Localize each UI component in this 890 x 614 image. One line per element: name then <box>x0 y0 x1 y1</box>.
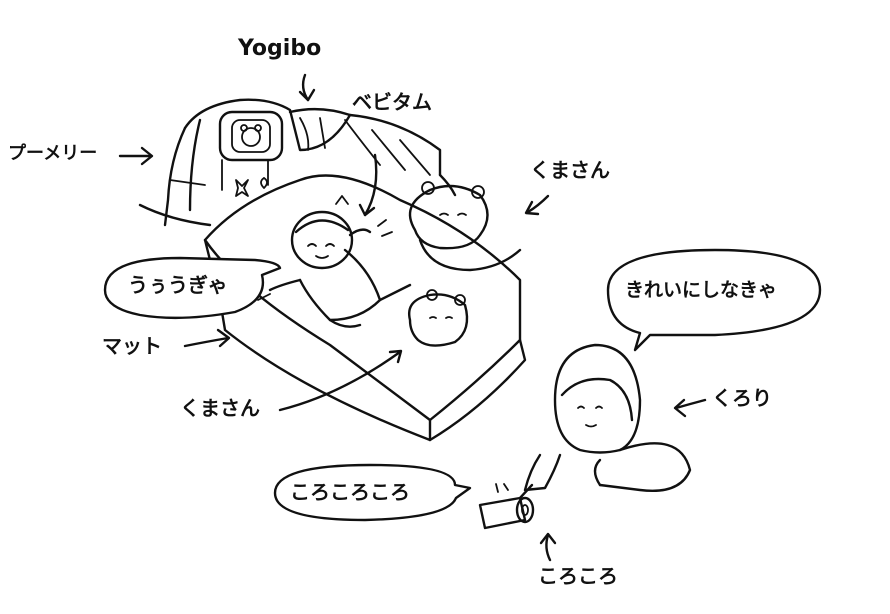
label-yogibo: Yogibo <box>238 36 322 61</box>
baby <box>257 195 412 328</box>
label-korokoro: ころころ <box>538 564 618 588</box>
lint-roller <box>478 483 535 530</box>
yogibo-sofa <box>138 98 457 227</box>
label-poo-merry: プーメリー <box>8 143 98 164</box>
label-kuma-san-bottom: くまさん <box>180 396 260 420</box>
label-uuugya: うぅうぎゃ <box>128 273 228 297</box>
poo-merry-mobile <box>218 110 284 197</box>
label-bebitam: ベビタム <box>352 90 432 114</box>
bubble-korokoro <box>273 463 472 522</box>
label-kuma-san-top: くまさん <box>530 158 610 182</box>
label-kireini: きれいにしなきゃ <box>625 279 778 301</box>
kurori-person <box>523 343 692 492</box>
arrows <box>118 73 707 562</box>
label-kurori: くろり <box>712 386 772 410</box>
bubble-kireini <box>606 248 822 352</box>
bear-top <box>408 181 522 272</box>
bubble-uuugya <box>103 256 282 320</box>
label-mat: マット <box>102 334 162 358</box>
bear-bottom <box>408 289 469 347</box>
label-korokoro-bubble: ころころころ <box>290 480 410 504</box>
